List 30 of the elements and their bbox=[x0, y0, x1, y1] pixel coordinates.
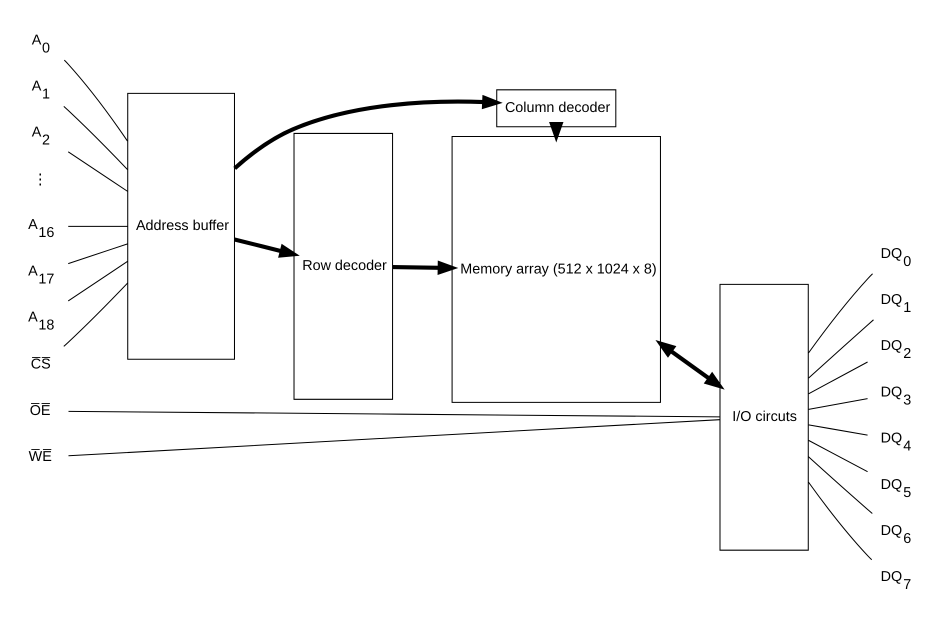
connector bbox=[808, 481, 872, 560]
arrow bbox=[392, 260, 458, 274]
connector bbox=[808, 318, 874, 378]
connector bbox=[64, 59, 128, 141]
connector bbox=[808, 456, 873, 514]
connector bbox=[68, 150, 128, 192]
connector bbox=[808, 272, 873, 353]
connector bbox=[68, 260, 128, 301]
connector bbox=[63, 105, 128, 170]
arrow bbox=[549, 121, 564, 142]
arrow bbox=[233, 94, 503, 170]
connector bbox=[68, 418, 720, 456]
node-box: Address buffer bbox=[127, 92, 235, 360]
connector bbox=[63, 282, 128, 346]
connector bbox=[808, 361, 868, 394]
node-box: Row decoder bbox=[294, 132, 394, 400]
arrow bbox=[234, 236, 300, 258]
arrow bbox=[655, 339, 725, 390]
connector bbox=[68, 410, 720, 417]
node-text: O̅E̅ bbox=[30, 402, 50, 418]
connector bbox=[808, 398, 868, 410]
connector bbox=[808, 424, 868, 436]
connector bbox=[808, 439, 868, 472]
label: ⋮ bbox=[32, 171, 47, 188]
connector bbox=[68, 225, 128, 226]
node-text: C̅S̅ bbox=[30, 356, 51, 372]
node-text: W̅E̅ bbox=[28, 448, 52, 465]
connector bbox=[68, 242, 128, 264]
node-box: I/O circuts bbox=[719, 283, 809, 550]
node-box: Memory array (512 x 1024 x 8) bbox=[452, 136, 661, 402]
